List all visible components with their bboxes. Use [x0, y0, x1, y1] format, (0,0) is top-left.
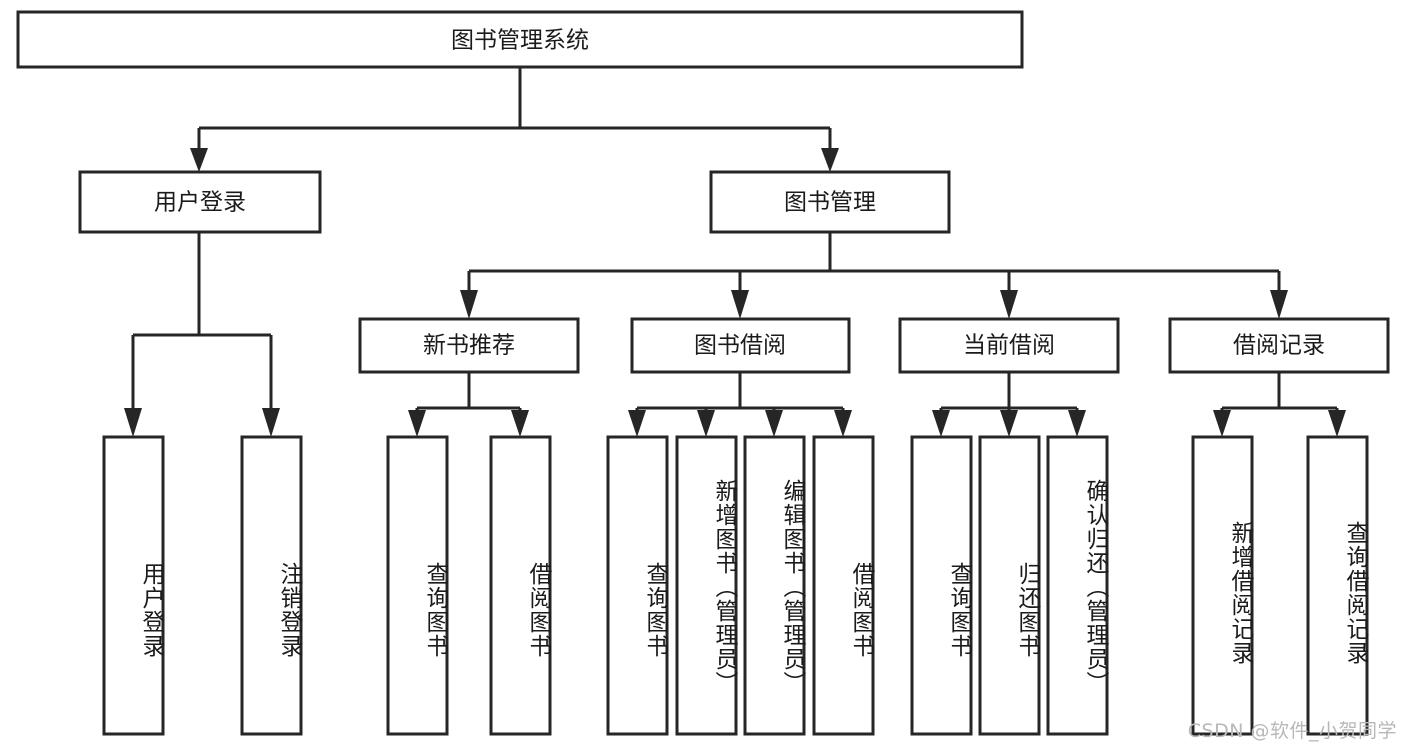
arrowhead-book-manage	[821, 148, 839, 172]
node-box-leaf-borrow-book-1[interactable]	[489, 435, 552, 736]
arrowhead-br-leaf-2	[1328, 410, 1346, 437]
node-group-level-1: 用户登录 图书管理	[78, 170, 951, 234]
node-box-borrow-record[interactable]	[1168, 317, 1390, 374]
node-box-leaf-query-borrow-record[interactable]	[1306, 435, 1369, 736]
node-box-leaf-add-borrow-record[interactable]	[1191, 435, 1254, 736]
arrowhead-leaf-logout	[262, 408, 280, 437]
edge-group-user-login	[124, 232, 280, 437]
arrowhead-br-leaf-1	[1213, 410, 1231, 437]
node-label-book-borrow: 图书借阅	[694, 333, 786, 359]
node-box-book-manage[interactable]	[709, 170, 951, 234]
node-group-level-3	[102, 435, 1369, 736]
node-box-leaf-user-login[interactable]	[102, 435, 165, 736]
node-box-root[interactable]	[16, 10, 1024, 69]
edge-group-book-manage	[460, 232, 1288, 319]
node-box-leaf-query-book-2[interactable]	[606, 435, 669, 736]
node-box-leaf-logout[interactable]	[240, 435, 303, 736]
node-box-leaf-confirm-return-admin[interactable]	[1046, 435, 1109, 736]
node-label-book-manage: 图书管理	[784, 190, 876, 216]
node-box-leaf-add-book-admin[interactable]	[675, 435, 738, 736]
node-box-new-book-rec[interactable]	[358, 317, 580, 374]
arrowhead-bb-leaf-1	[628, 410, 646, 437]
arrowhead-book-borrow	[731, 290, 749, 319]
arrowhead-bb-leaf-4	[834, 410, 852, 437]
arrowhead-bb-leaf-3	[765, 410, 783, 437]
edge-group-borrow-record	[1213, 372, 1346, 437]
node-box-user-login[interactable]	[78, 170, 322, 234]
arrowhead-cb-leaf-1	[932, 410, 950, 437]
arrowhead-cb-leaf-3	[1068, 410, 1086, 437]
node-label-root: 图书管理系统	[451, 28, 589, 54]
edge-group-book-borrow	[628, 372, 852, 437]
arrowhead-user-login	[190, 148, 208, 172]
node-label-new-book-rec: 新书推荐	[423, 333, 515, 359]
node-box-leaf-return-book[interactable]	[978, 435, 1041, 736]
arrowhead-nbr-leaf-2	[511, 410, 529, 437]
edge-group-root	[190, 67, 839, 172]
arrowhead-bb-leaf-2	[697, 410, 715, 437]
arrowhead-cb-leaf-2	[1000, 410, 1018, 437]
edge-group-current-borrow	[932, 372, 1086, 437]
node-group-level-0: 图书管理系统	[16, 10, 1024, 69]
arrowhead-borrow-record	[1270, 290, 1288, 319]
node-box-book-borrow[interactable]	[630, 317, 851, 374]
node-group-level-2: 新书推荐 图书借阅 当前借阅 借阅记录	[358, 317, 1390, 374]
node-label-borrow-record: 借阅记录	[1233, 333, 1325, 359]
node-box-leaf-query-book-1[interactable]	[386, 435, 449, 736]
arrowhead-current-borrow	[1000, 290, 1018, 319]
edge-group-new-book-rec	[408, 372, 529, 437]
node-box-leaf-query-book-3[interactable]	[910, 435, 973, 736]
arrowhead-new-book-rec	[460, 290, 478, 319]
node-box-leaf-edit-book-admin[interactable]	[743, 435, 806, 736]
arrowhead-nbr-leaf-1	[408, 410, 426, 437]
node-label-current-borrow: 当前借阅	[963, 333, 1055, 359]
arrowhead-leaf-user-login	[124, 408, 142, 437]
node-box-current-borrow[interactable]	[898, 317, 1120, 374]
csdn-watermark: CSDN @软件_小贺同学	[1187, 720, 1397, 742]
node-label-user-login: 用户登录	[154, 190, 246, 216]
node-box-leaf-borrow-book-2[interactable]	[812, 435, 875, 736]
